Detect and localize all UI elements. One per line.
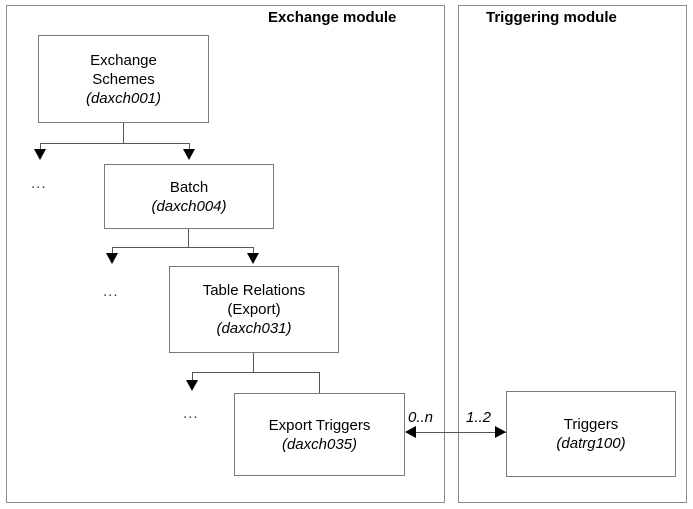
module-title-triggering: Triggering module (486, 9, 617, 26)
entity-name-line1: Export Triggers (268, 416, 371, 434)
ellipsis-1: ... (31, 175, 47, 192)
connector-drop-schemes-right (189, 143, 190, 150)
entity-name-line1: Exchange (90, 51, 157, 69)
entity-code: (daxch035) (281, 435, 358, 453)
arrow-batch-to-ellipsis (106, 253, 118, 264)
entity-name-line1: Triggers (563, 416, 619, 433)
arrow-batch-to-table-relations (247, 253, 259, 264)
ellipsis-2: ... (103, 283, 119, 300)
ellipsis-3: ... (183, 405, 199, 422)
entity-code: (daxch001) (85, 89, 162, 107)
connector-stem-batch (188, 229, 189, 248)
connector-stem-table-relations (253, 353, 254, 373)
entity-box-batch[interactable]: Batch (daxch004) (104, 164, 274, 229)
entity-name-line2: Schemes (92, 70, 155, 88)
module-title-exchange: Exchange module (268, 9, 397, 26)
entity-box-table-relations[interactable]: Table Relations (Export) (daxch031) (169, 266, 339, 353)
entity-name-line2: (Export) (227, 301, 281, 318)
connector-stem-schemes (123, 123, 124, 144)
connector-drop-schemes-left (40, 143, 41, 150)
relation-arrowhead-to-export-triggers (405, 426, 416, 438)
entity-box-exchange-schemes[interactable]: Exchange Schemes (daxch001) (38, 35, 209, 123)
relation-arrowhead-to-triggers (495, 426, 506, 438)
entity-code: (daxch031) (216, 320, 292, 337)
connector-drop-batch-left (112, 247, 113, 254)
connector-bar-schemes (40, 143, 190, 144)
entity-box-export-triggers[interactable]: Export Triggers (daxch035) (234, 393, 405, 476)
connector-drop-table-relations-right (319, 372, 320, 394)
cardinality-label-triggers: 1..2 (466, 409, 492, 426)
connector-bar-table-relations (192, 372, 320, 373)
connector-drop-table-relations-left (192, 372, 193, 381)
entity-name-line1: Table Relations (202, 282, 306, 299)
relation-line-export-triggers-triggers (409, 432, 506, 433)
connector-bar-batch (112, 247, 254, 248)
cardinality-label-export-triggers: 0..n (408, 409, 434, 426)
entity-code: (daxch004) (151, 197, 227, 215)
arrow-schemes-to-ellipsis (34, 149, 46, 160)
entity-box-triggers[interactable]: Triggers (datrg100) (506, 391, 676, 477)
entity-name-line1: Batch (169, 178, 209, 196)
entity-code: (datrg100) (556, 435, 626, 452)
connector-drop-batch-right (253, 247, 254, 254)
arrow-schemes-to-batch (183, 149, 195, 160)
arrow-table-relations-to-ellipsis (186, 380, 198, 391)
